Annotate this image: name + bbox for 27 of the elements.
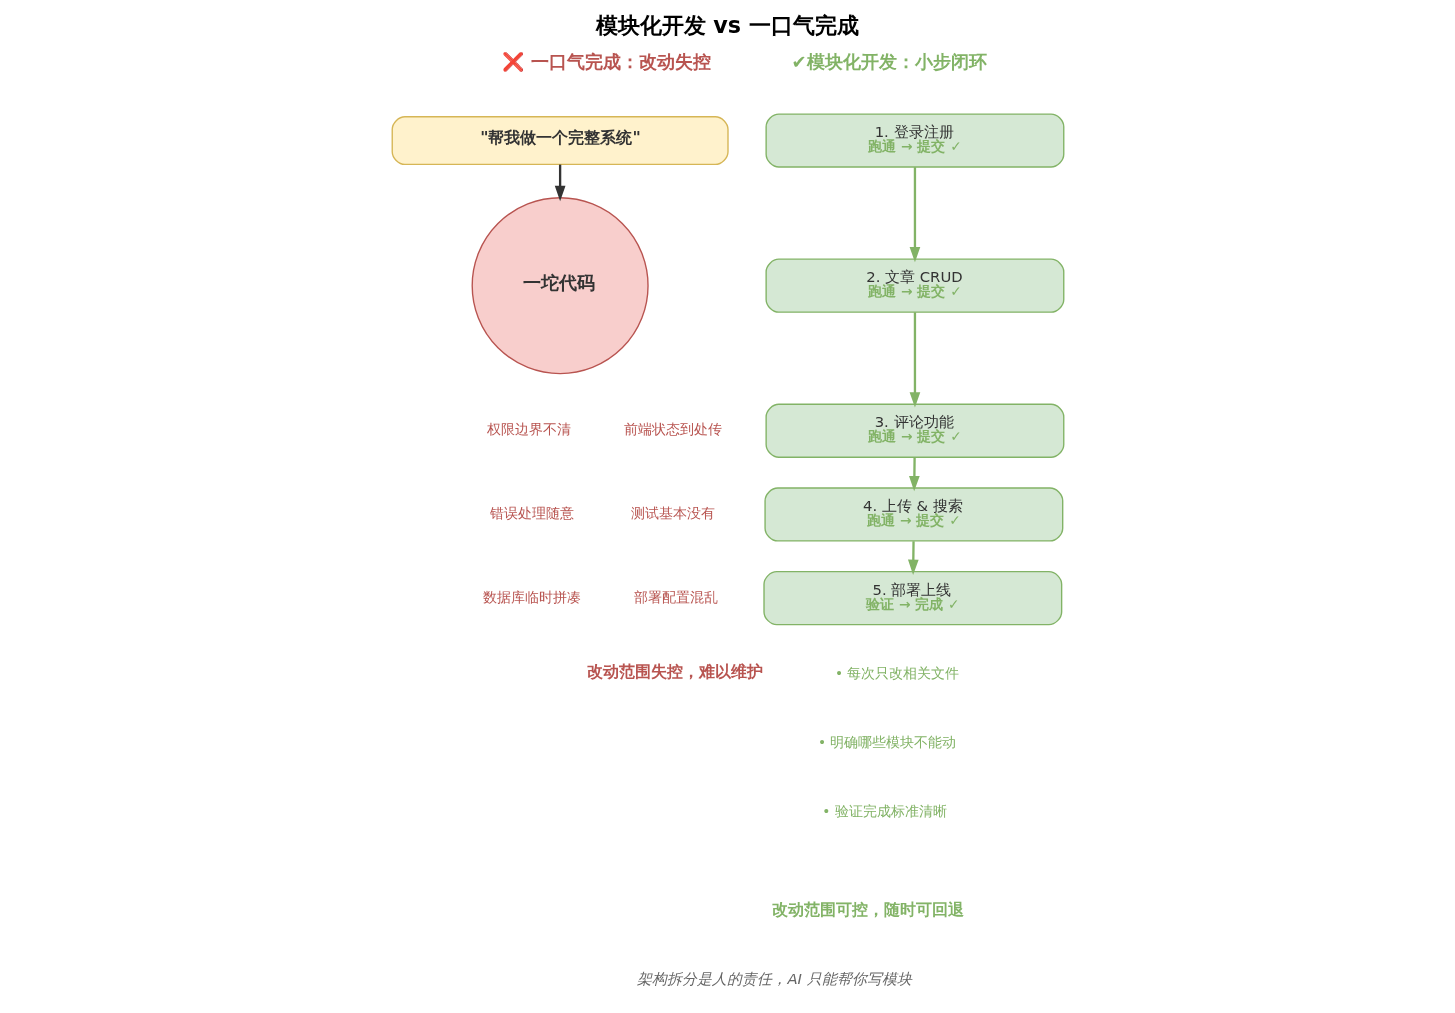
label: 架构拆分是人的责任，AI 只能帮你写模块 bbox=[636, 970, 912, 988]
label: 前端状态到处传 bbox=[623, 421, 722, 438]
arrow bbox=[909, 312, 920, 408]
node-box: 5. 部署上线 验证 → 完成 ✓ bbox=[762, 570, 1062, 626]
node-box: "帮我做一个完整系统" bbox=[391, 116, 729, 166]
label: 数据库临时拼凑 bbox=[482, 588, 581, 605]
label: 错误处理随意 bbox=[489, 505, 574, 522]
arrow bbox=[908, 457, 920, 492]
arrow bbox=[907, 541, 919, 575]
node-box: 3. 评论功能 跑通 → 提交 ✓ bbox=[764, 403, 1064, 458]
label: • 每次只改相关文件 bbox=[834, 664, 959, 681]
node-box: 2. 文章 CRUD 跑通 → 提交 ✓ bbox=[764, 258, 1064, 313]
label: 测试基本没有 bbox=[630, 505, 715, 522]
label: 改动范围可控，随时可回退 bbox=[771, 900, 964, 920]
label: 改动范围失控，难以维护 bbox=[586, 662, 763, 682]
node-circle: 一坨代码 bbox=[471, 197, 649, 375]
arrow bbox=[909, 167, 920, 263]
diagram-title: 模块化开发 vs 一口气完成 bbox=[595, 12, 859, 39]
node-box: 4. 上传 & 搜索 跑通 → 提交 ✓ bbox=[763, 487, 1063, 542]
node-box: 1. 登录注册 跑通 → 提交 ✓ bbox=[764, 113, 1064, 168]
arrow bbox=[554, 164, 565, 202]
label: 部署配置混乱 bbox=[633, 588, 718, 605]
label: • 明确哪些模块不能动 bbox=[817, 733, 957, 750]
label: ✔模块化开发：小步闭环 bbox=[791, 50, 987, 72]
label: • 验证完成标准清晰 bbox=[821, 802, 947, 819]
label: ❌ 一口气完成：改动失控 bbox=[501, 50, 711, 72]
label: 权限边界不清 bbox=[486, 421, 570, 438]
